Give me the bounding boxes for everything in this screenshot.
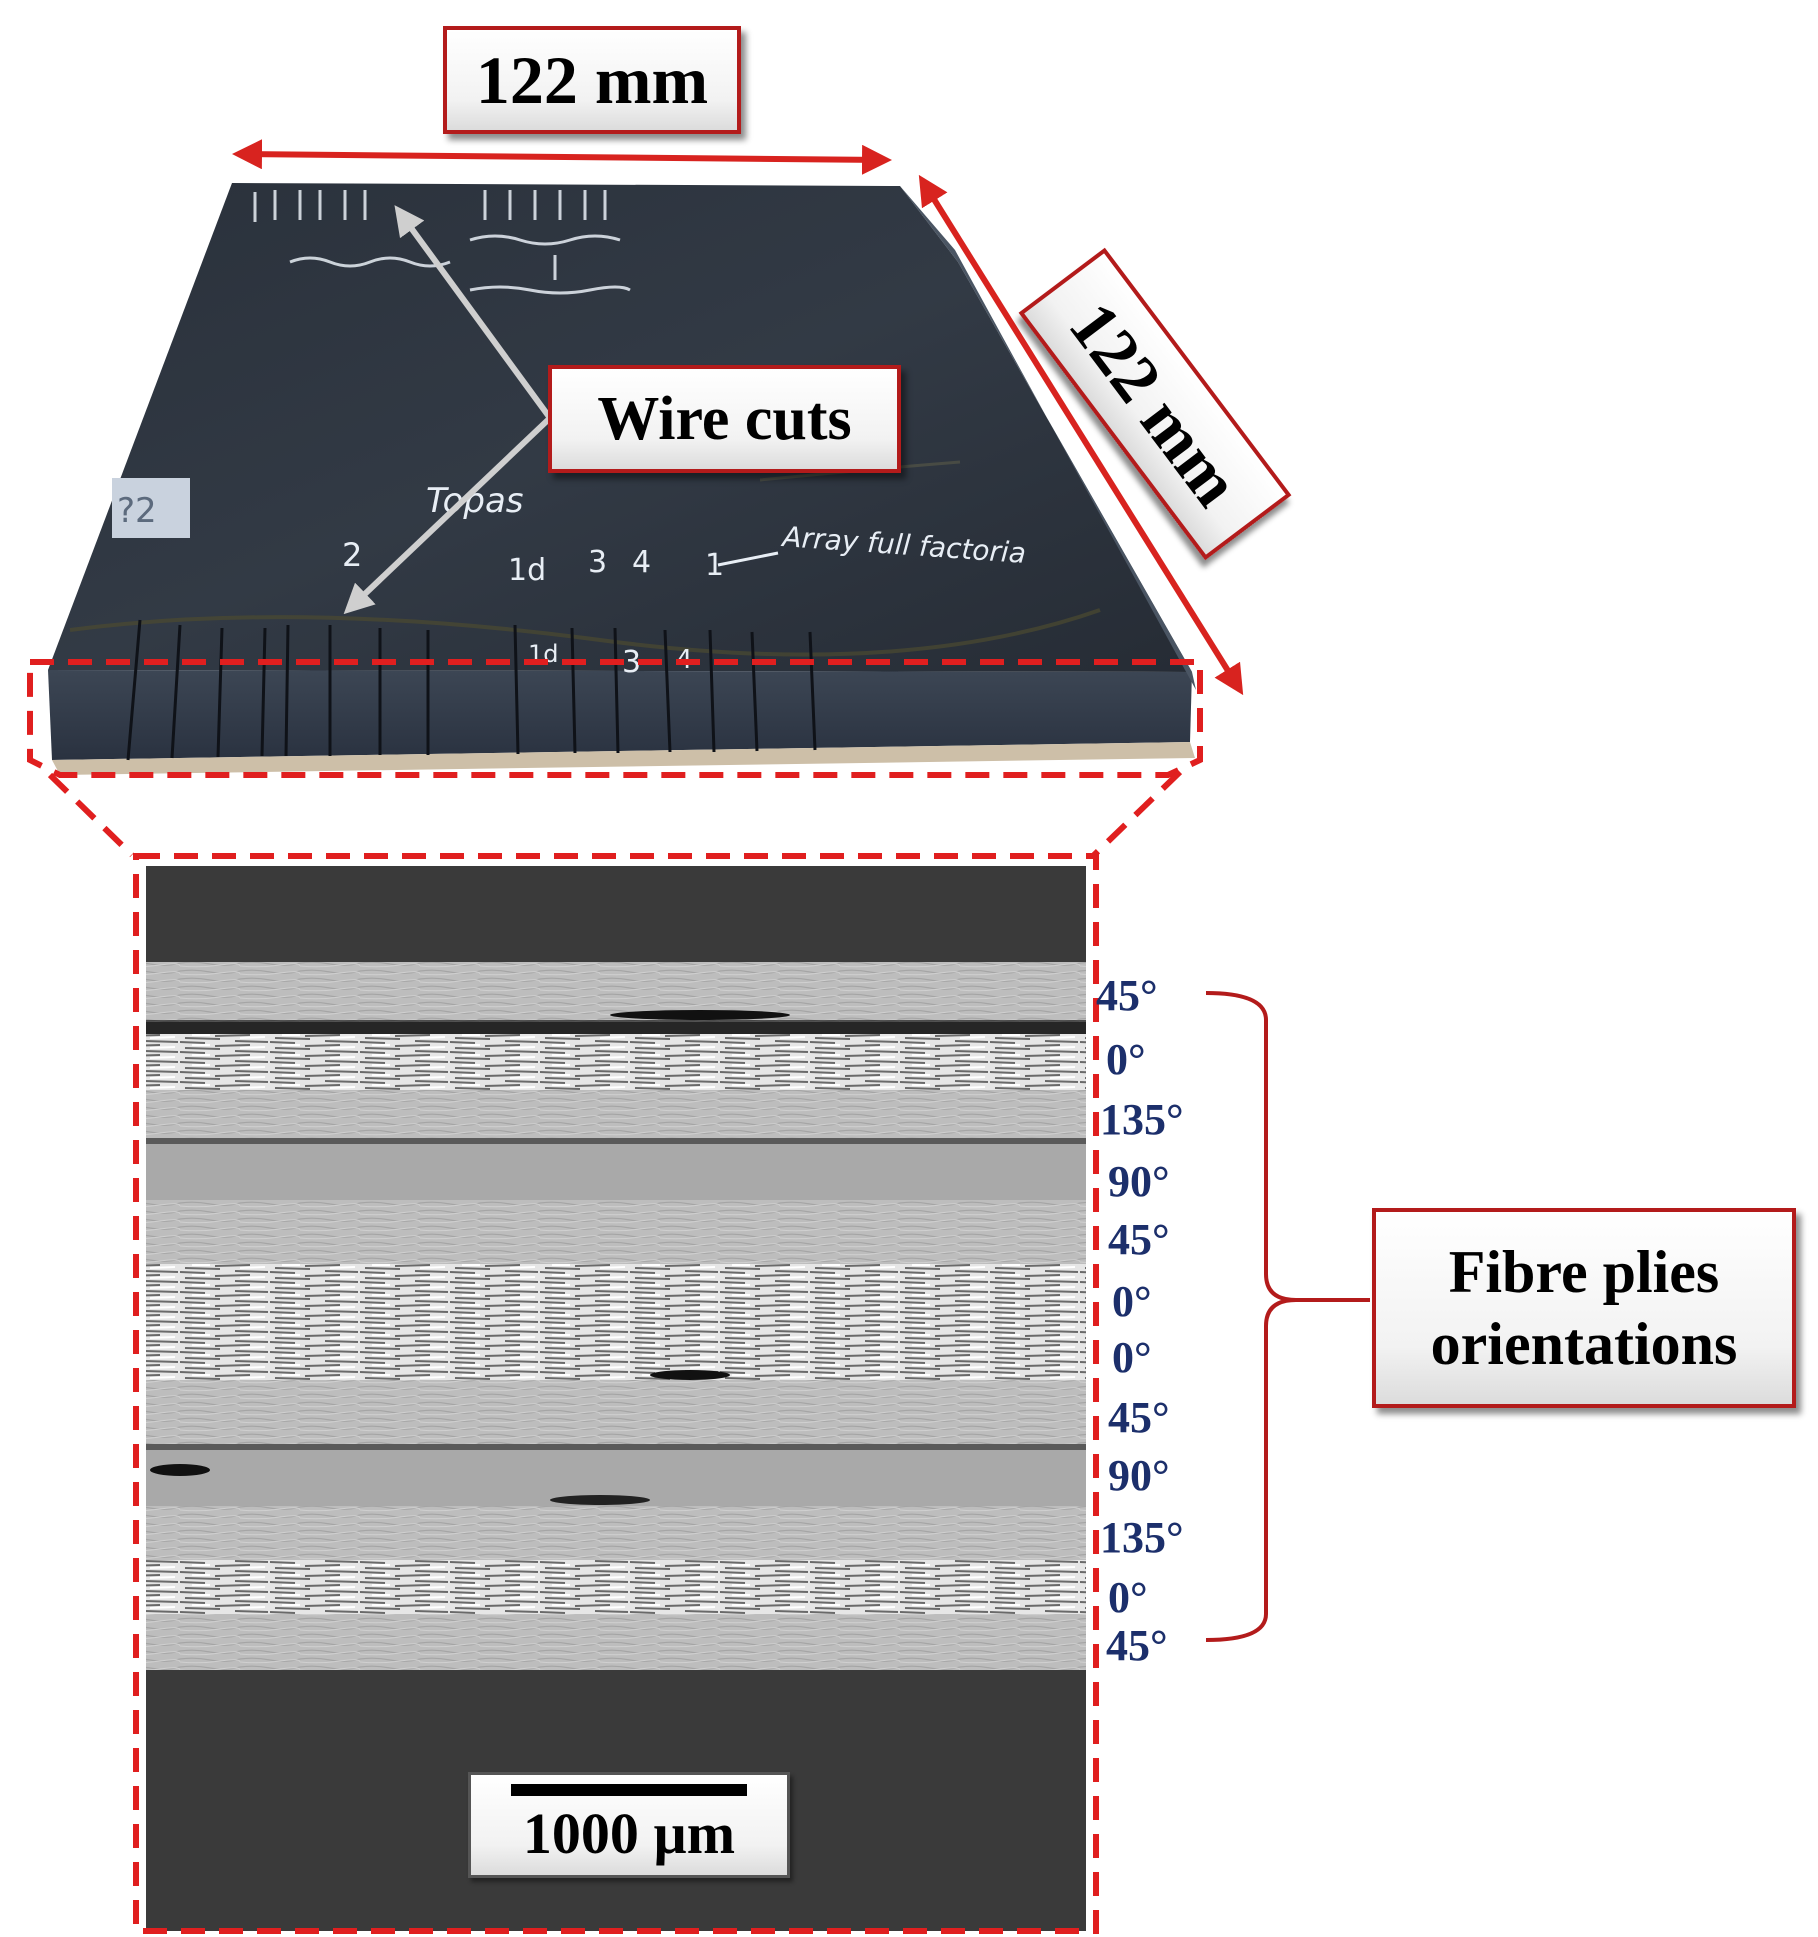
handwriting-1d: 1d <box>508 553 546 588</box>
ply-interface <box>146 1138 1086 1144</box>
wire-cut-slits <box>126 619 817 761</box>
ply-interface <box>146 1444 1086 1450</box>
handwriting-2: 2 <box>342 536 362 574</box>
ply-label: 0° <box>1106 1035 1146 1084</box>
ply-band-135 <box>146 1090 1086 1138</box>
handwriting-4: 4 <box>632 545 651 580</box>
ply-label: 45° <box>1108 1215 1170 1264</box>
micrograph-zoom-frame <box>133 853 1099 1934</box>
top-dimension-callout: 122 mm <box>443 26 741 134</box>
handwriting-1: 1 <box>705 548 724 583</box>
ply-band-0 <box>146 1034 1086 1090</box>
top-dimension-arrow <box>232 139 892 175</box>
chalk-marks-top <box>253 190 631 295</box>
ply-label: 45° <box>1108 1393 1170 1442</box>
zoom-connector-right <box>1091 769 1183 858</box>
ply-band-135b <box>146 1506 1086 1560</box>
void <box>610 1010 790 1020</box>
scale-bar <box>511 1783 747 1796</box>
label-patch-text: ?2 <box>117 491 157 531</box>
ply-label: 0° <box>1112 1277 1152 1326</box>
ply-label: 0° <box>1108 1573 1148 1622</box>
scale-bar-callout: 1000 µm <box>468 1772 790 1878</box>
ply-label: 0° <box>1112 1333 1152 1382</box>
plate-front-edge <box>48 670 1192 760</box>
void <box>150 1464 210 1476</box>
ply-band-45b <box>146 1200 1086 1264</box>
zoom-connector-left <box>47 772 135 858</box>
wire-cut-pointer-top <box>394 205 553 420</box>
zoom-region-outline <box>27 659 1203 778</box>
plate-base-shadow <box>52 742 1195 775</box>
fibre-plies-line1: Fibre plies <box>1448 1239 1720 1305</box>
ply-band-45d <box>146 1614 1086 1670</box>
ply-label: 90° <box>1108 1157 1170 1206</box>
ply-band-90 <box>146 1144 1086 1200</box>
white-label-patch <box>112 478 190 538</box>
scale-bar-label: 1000 µm <box>522 1800 736 1866</box>
handwriting-3-cut: 3 <box>622 645 641 680</box>
side-dimension-arrow <box>918 174 1244 696</box>
fibre-plies-callout: Fibre plies orientations <box>1372 1208 1796 1408</box>
ply-band-45c <box>146 1380 1086 1444</box>
ply-band-45 <box>146 962 1086 1022</box>
ply-band-0-0 <box>146 1264 1086 1380</box>
ply-band-0b <box>146 1560 1086 1614</box>
ply-label: 90° <box>1108 1451 1170 1500</box>
void <box>650 1370 730 1380</box>
ply-label: 45° <box>1106 1621 1168 1670</box>
ply-interface <box>146 1020 1086 1034</box>
wire-cuts-callout: Wire cuts <box>548 365 901 473</box>
ply-label: 45° <box>1096 971 1158 1020</box>
handwriting-3: 3 <box>588 545 607 580</box>
wire-cut-pointer-bottom <box>343 415 553 615</box>
ply-label: 135° <box>1100 1513 1184 1562</box>
specimen-plate: ?2 Topas 2 1d 3 4 1 Array full factoria … <box>48 183 1196 775</box>
ply-brace <box>1205 991 1370 1642</box>
void <box>550 1495 650 1505</box>
fibre-plies-line2: orientations <box>1430 1311 1738 1377</box>
handwriting-arrow <box>717 551 779 567</box>
micrograph-panel <box>146 866 1086 1931</box>
ply-label: 135° <box>1100 1095 1184 1144</box>
